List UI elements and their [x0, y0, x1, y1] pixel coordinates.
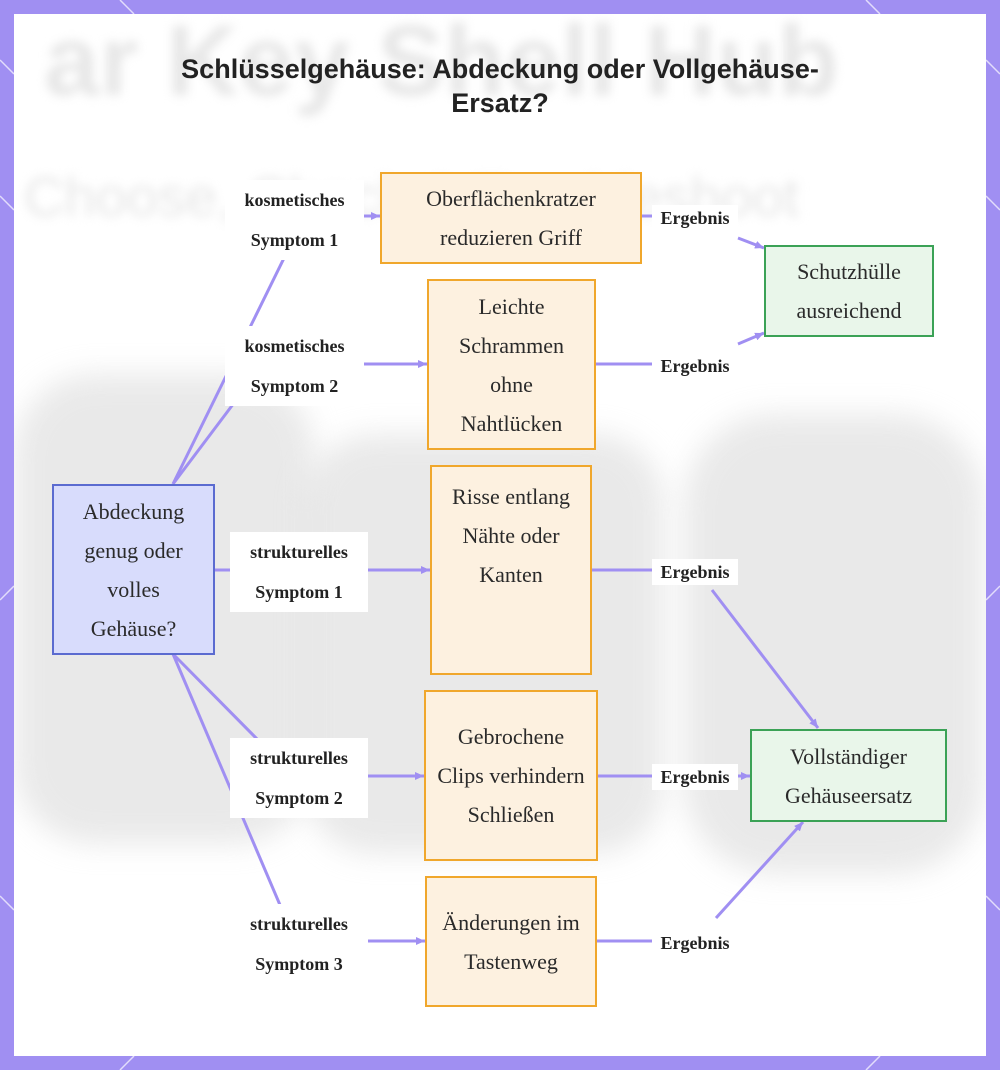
edge-label-cosmetic-2: kosmetisches Symptom 2 — [225, 326, 364, 406]
edge-label-cosmetic-2-text: kosmetisches Symptom 2 — [244, 336, 345, 396]
node-observation-3-text: Risse entlang Nähte oder Kanten — [452, 484, 570, 587]
node-result-2: Vollständiger Gehäuseersatz — [750, 729, 947, 822]
edge-label-structural-3-text: strukturelles Symptom 3 — [250, 914, 348, 974]
edge-label-structural-2-text: strukturelles Symptom 2 — [250, 748, 348, 808]
node-observation-1: Oberflächenkratzer reduzieren Griff — [380, 172, 642, 264]
node-result-1: Schutzhülle ausreichend — [764, 245, 934, 337]
edge-label-structural-1: strukturelles Symptom 1 — [230, 532, 368, 612]
edge-r5-res2 — [714, 820, 805, 920]
edge-label-result-2: Ergebnis — [652, 353, 738, 379]
edge-start-k2 — [171, 394, 242, 485]
node-start-text: Abdeckung genug oder volles Gehäuse? — [82, 498, 185, 641]
edge-label-result-5: Ergebnis — [652, 930, 738, 956]
edge-r2-res1 — [737, 331, 765, 346]
edge-label-structural-3: strukturelles Symptom 3 — [230, 904, 368, 984]
node-observation-4-text: Gebrochene Clips verhindern Schließen — [437, 724, 585, 827]
node-observation-3: Risse entlang Nähte oder Kanten — [430, 465, 592, 675]
node-observation-1-text: Oberflächenkratzer reduzieren Griff — [426, 186, 596, 250]
node-observation-2: Leichte Schrammen ohne Nahtlücken — [427, 279, 596, 450]
edge-label-cosmetic-1-text: kosmetisches Symptom 1 — [244, 190, 345, 250]
edge-r3-res2 — [710, 589, 820, 729]
node-result-1-text: Schutzhülle ausreichend — [796, 259, 902, 323]
node-observation-4: Gebrochene Clips verhindern Schließen — [424, 690, 598, 861]
edge-start-s3 — [171, 653, 282, 906]
node-observation-5-text: Änderungen im Tastenweg — [442, 909, 580, 974]
edge-label-result-3: Ergebnis — [652, 559, 738, 585]
diagram-title: Schlüsselgehäuse: Abdeckung oder Vollgeh… — [181, 54, 819, 118]
edge-start-s2 — [171, 652, 262, 744]
edge-label-cosmetic-1: kosmetisches Symptom 1 — [225, 180, 364, 260]
background-watermark: ar Key Shell Hub — [44, 14, 839, 117]
edge-label-result-4: Ergebnis — [652, 764, 738, 790]
node-observation-5: Änderungen im Tastenweg — [425, 876, 597, 1007]
node-result-2-text: Vollständiger Gehäuseersatz — [784, 743, 913, 808]
node-observation-2-text: Leichte Schrammen ohne Nahtlücken — [458, 293, 565, 436]
edge-label-structural-2: strukturelles Symptom 2 — [230, 738, 368, 818]
edge-label-result-1: Ergebnis — [652, 205, 738, 231]
edge-label-structural-1-text: strukturelles Symptom 1 — [250, 542, 348, 602]
edge-r1-res1 — [737, 236, 765, 250]
node-start-question: Abdeckung genug oder volles Gehäuse? — [52, 484, 215, 655]
